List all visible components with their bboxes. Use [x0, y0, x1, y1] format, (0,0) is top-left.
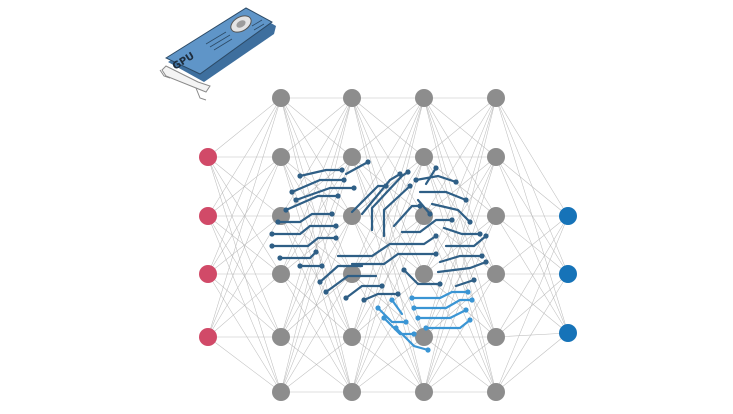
hidden-node-l4-0 [487, 89, 505, 107]
edge-l4-4-2 [495, 332, 569, 338]
edge-l0-3-3 [207, 273, 282, 338]
hidden-node-l2-0 [343, 89, 361, 107]
edge-l2-4-3 [351, 273, 425, 338]
circuit-brain-icon [269, 159, 489, 353]
edge-l2-5-4 [351, 336, 425, 393]
output-node-l5-2 [559, 324, 577, 342]
hidden-node-l3-3 [415, 265, 433, 283]
edge-l4-5-0 [495, 215, 569, 393]
edge-l1-5-3 [280, 273, 353, 393]
edge-l2-1-0 [351, 97, 425, 158]
edge-l3-4-3 [423, 273, 497, 338]
edge-l2-5-2 [351, 215, 425, 393]
hidden-node-l1-1 [272, 148, 290, 166]
hidden-node-l2-1 [343, 148, 361, 166]
edge-l0-3-0 [207, 97, 282, 338]
edge-l0-3-5 [207, 336, 282, 393]
edge-l1-4-3 [280, 273, 353, 338]
hidden-node-l4-4 [487, 328, 505, 346]
edge-l4-5-1 [495, 273, 569, 393]
edge-l3-1-0 [423, 97, 497, 158]
edge-l1-3-0 [280, 97, 353, 275]
edge-l3-5-4 [423, 336, 497, 393]
edge-l0-1-0 [207, 97, 282, 217]
edge-l1-3-1 [280, 156, 353, 275]
edge-l2-3-1 [351, 156, 425, 275]
edge-l2-5-3 [351, 273, 425, 393]
hidden-node-l1-3 [272, 265, 290, 283]
hidden-node-l1-0 [272, 89, 290, 107]
edge-l0-3-1 [207, 156, 282, 338]
edge-l0-2-1 [207, 156, 282, 275]
edge-l4-5-2 [495, 332, 569, 393]
hidden-node-l2-3 [343, 265, 361, 283]
edge-l0-0-0 [207, 97, 282, 158]
edge-l3-2-0 [423, 97, 497, 217]
edge-l0-3-2 [207, 215, 282, 338]
edge-l0-1-5 [207, 215, 282, 393]
edge-l1-5-2 [280, 215, 353, 393]
edge-l3-5-3 [423, 273, 497, 393]
hidden-node-l2-5 [343, 383, 361, 401]
edge-l0-0-5 [207, 156, 282, 393]
output-node-l5-0 [559, 207, 577, 225]
edge-l0-2-5 [207, 273, 282, 393]
edge-l4-4-1 [495, 273, 569, 338]
input-node-l0-3 [199, 328, 217, 346]
edge-l1-2-0 [280, 97, 353, 217]
network-edges [207, 97, 569, 393]
edge-l4-0-1 [495, 97, 569, 275]
hidden-node-l2-2 [343, 207, 361, 225]
input-node-l0-2 [199, 265, 217, 283]
input-node-l0-1 [199, 207, 217, 225]
edge-l2-5-1 [351, 156, 425, 393]
hidden-node-l4-2 [487, 207, 505, 225]
edge-l1-4-0 [280, 97, 353, 338]
hidden-node-l4-3 [487, 265, 505, 283]
input-node-l0-0 [199, 148, 217, 166]
hidden-node-l1-5 [272, 383, 290, 401]
edge-l4-1-1 [495, 156, 569, 275]
hidden-node-l3-0 [415, 89, 433, 107]
output-node-l5-1 [559, 265, 577, 283]
edge-l3-5-1 [423, 156, 497, 393]
hidden-node-l1-4 [272, 328, 290, 346]
edge-l4-2-2 [495, 215, 569, 334]
hidden-node-l3-4 [415, 328, 433, 346]
gpu-card-icon: GPU [159, 7, 276, 101]
hidden-node-l3-5 [415, 383, 433, 401]
edge-l0-2-2 [207, 215, 282, 275]
hidden-node-l3-1 [415, 148, 433, 166]
edge-l2-4-2 [351, 215, 425, 338]
edge-l4-0-0 [495, 97, 569, 217]
edge-l1-1-0 [280, 97, 353, 158]
edge-l1-5-0 [280, 97, 353, 393]
edge-l3-5-2 [423, 215, 497, 393]
edge-l4-4-0 [495, 215, 569, 338]
edge-l0-2-0 [207, 97, 282, 275]
edge-l4-3-0 [495, 215, 569, 275]
hidden-node-l4-1 [487, 148, 505, 166]
edge-l4-1-0 [495, 156, 569, 217]
edge-l2-2-0 [351, 97, 425, 217]
hidden-node-l2-4 [343, 328, 361, 346]
edge-l2-4-0 [351, 97, 425, 338]
edge-l1-4-2 [280, 215, 353, 338]
edge-l3-3-0 [423, 97, 497, 275]
edge-l1-5-4 [280, 336, 353, 393]
hidden-node-l4-5 [487, 383, 505, 401]
